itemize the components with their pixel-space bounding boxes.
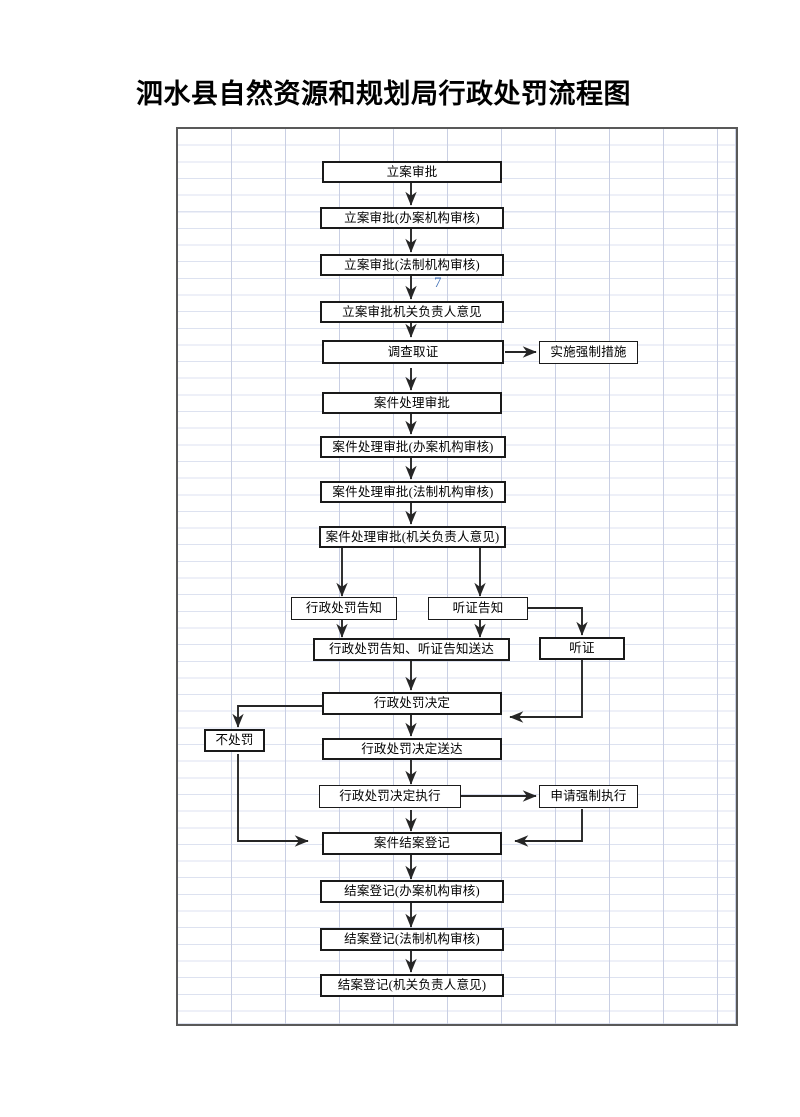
node-label: 听证 <box>569 641 595 656</box>
node-tingzheng[interactable]: 听证 <box>539 637 625 660</box>
node-label: 案件处理审批 <box>373 395 451 410</box>
node-shishi-qiangzhi-cuoshi[interactable]: 实施强制措施 <box>539 341 638 364</box>
node-label: 案件处理审批(法制机构审核) <box>332 484 494 499</box>
node-lian-shenpi[interactable]: 立案审批 <box>322 161 502 183</box>
node-jiean-dengji-fuzeren[interactable]: 结案登记(机关负责人意见) <box>320 974 504 997</box>
node-label: 行政处罚决定送达 <box>361 741 463 756</box>
node-label: 行政处罚告知 <box>305 601 383 616</box>
node-jiean-dengji-banan[interactable]: 结案登记(办案机构审核) <box>320 880 504 903</box>
node-jueding-zhixing[interactable]: 行政处罚决定执行 <box>319 785 461 808</box>
node-xingzheng-chufa-jueding[interactable]: 行政处罚决定 <box>322 692 502 715</box>
node-diaocha-quzheng[interactable]: 调查取证 <box>322 340 504 364</box>
page-title: 泗水县自然资源和规划局行政处罚流程图 <box>136 79 631 109</box>
node-lian-shenpi-fazhi[interactable]: 立案审批(法制机构审核) <box>320 254 504 276</box>
node-gaozhi-songda[interactable]: 行政处罚告知、听证告知送达 <box>313 638 510 661</box>
node-label: 案件处理审批(机关负责人意见) <box>325 529 500 544</box>
node-label: 结案登记(机关负责人意见) <box>337 978 487 993</box>
flowchart-frame: 7 立案审批 立案审批(办案机构审核) 立案审批(法制机构审核) 立案审批机关负… <box>176 127 738 1026</box>
node-label: 不处罚 <box>215 733 254 748</box>
node-jiean-dengji-fazhi[interactable]: 结案登记(法制机构审核) <box>320 928 504 951</box>
node-label: 立案审批(法制机构审核) <box>344 257 480 272</box>
node-label: 实施强制措施 <box>550 345 627 360</box>
node-label: 案件处理审批(办案机构审核) <box>332 439 494 454</box>
node-anjian-jiean-dengji[interactable]: 案件结案登记 <box>322 832 502 855</box>
node-jueding-songda[interactable]: 行政处罚决定送达 <box>322 738 502 760</box>
node-lian-shenpi-fuzeren[interactable]: 立案审批机关负责人意见 <box>320 301 504 323</box>
node-anjian-chuli-banan[interactable]: 案件处理审批(办案机构审核) <box>320 436 506 458</box>
node-anjian-chuli-fuzeren[interactable]: 案件处理审批(机关负责人意见) <box>319 526 506 548</box>
node-label: 立案审批(办案机构审核) <box>344 210 480 225</box>
node-anjian-chuli-fazhi[interactable]: 案件处理审批(法制机构审核) <box>320 481 506 503</box>
node-label: 立案审批 <box>386 164 438 179</box>
node-label: 申请强制执行 <box>550 789 627 804</box>
node-label: 立案审批机关负责人意见 <box>342 304 482 319</box>
node-label: 案件结案登记 <box>373 836 451 851</box>
node-bu-chufa[interactable]: 不处罚 <box>204 729 265 752</box>
node-anjian-chuli-shenpi[interactable]: 案件处理审批 <box>322 392 502 414</box>
node-tingzheng-gaozhi[interactable]: 听证告知 <box>428 597 528 620</box>
blue-mark-annotation: 7 <box>434 275 442 291</box>
node-xingzheng-chufa-gaozhi[interactable]: 行政处罚告知 <box>291 597 397 620</box>
node-label: 结案登记(法制机构审核) <box>344 932 480 947</box>
node-label: 行政处罚决定 <box>373 696 451 711</box>
node-label: 行政处罚告知、听证告知送达 <box>328 642 495 657</box>
node-shenqing-qiangzhi-zhixing[interactable]: 申请强制执行 <box>539 785 638 808</box>
node-lian-shenpi-banan[interactable]: 立案审批(办案机构审核) <box>320 207 504 229</box>
node-label: 调查取证 <box>387 344 439 359</box>
node-label: 结案登记(办案机构审核) <box>344 884 480 899</box>
node-label: 行政处罚决定执行 <box>339 789 441 804</box>
node-label: 听证告知 <box>452 601 504 616</box>
flowchart-diagram: 7 立案审批 立案审批(办案机构审核) 立案审批(法制机构审核) 立案审批机关负… <box>178 129 736 1024</box>
